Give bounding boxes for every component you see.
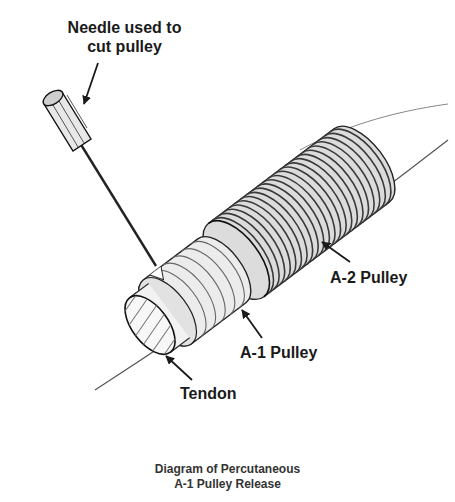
a1-pulley-cut — [150, 267, 168, 285]
part-label: A-2 Pulley — [330, 268, 407, 287]
part-label: Tendon — [180, 384, 237, 403]
leader-arrow — [322, 242, 350, 262]
tendon-face-hatching — [102, 275, 205, 385]
needle-label: Needle used to cut pulley — [62, 18, 187, 56]
needle-hub-cap — [40, 87, 65, 109]
needle-shaft — [80, 143, 156, 266]
part-label: A-1 Pulley — [240, 343, 317, 362]
leader-arrow — [84, 63, 98, 104]
tendon-face-hatching — [102, 275, 205, 385]
leader-arrow — [242, 310, 262, 338]
leader-arrow — [166, 356, 192, 380]
figure-caption: Diagram of Percutaneous A-1 Pulley Relea… — [148, 462, 308, 492]
tendon-face — [115, 287, 185, 363]
